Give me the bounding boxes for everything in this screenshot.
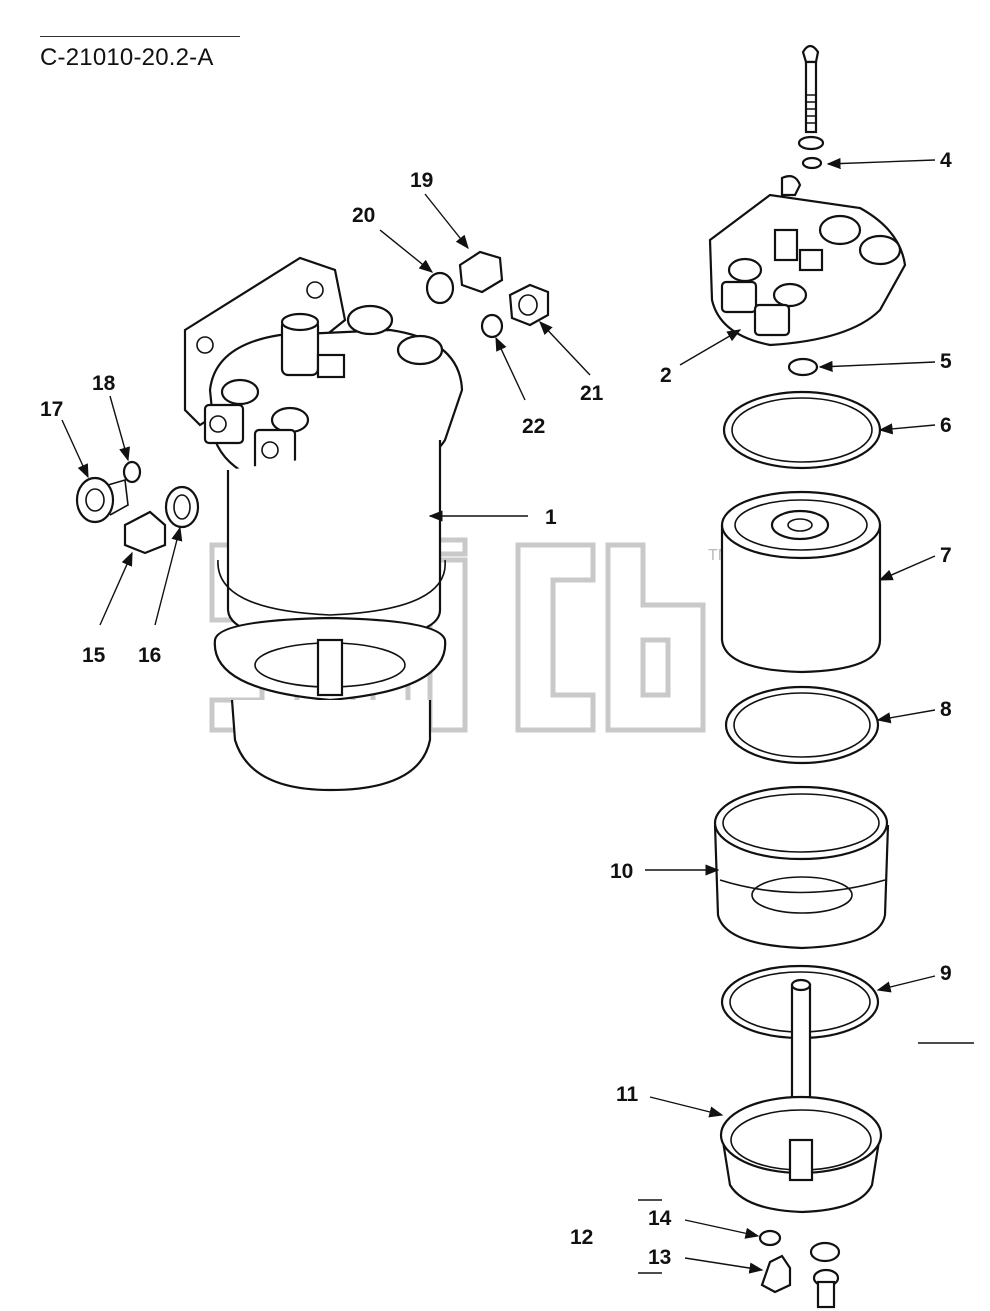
callout-12: 12 xyxy=(570,1226,593,1249)
callout-11: 11 xyxy=(616,1083,639,1106)
callout-22: 22 xyxy=(522,415,545,438)
callout-7: 7 xyxy=(940,544,952,567)
callout-6: 6 xyxy=(940,414,952,437)
leader-lines xyxy=(61,157,936,1274)
callout-1: 1 xyxy=(545,506,557,529)
callout-16: 16 xyxy=(138,644,161,667)
filter-assembly-left xyxy=(183,256,464,792)
callout-4: 4 xyxy=(940,149,952,172)
callout-5: 5 xyxy=(940,350,952,373)
drawing-code: C-21010-20.2-A xyxy=(40,44,214,71)
filter-stack-right xyxy=(708,44,907,1309)
callout-19: 19 xyxy=(410,169,433,192)
callout-17: 17 xyxy=(40,398,63,421)
callout-20: 20 xyxy=(352,204,375,227)
callout-18: 18 xyxy=(92,372,116,395)
callout-15: 15 xyxy=(82,644,106,667)
callout-labels: 1 2 4 5 6 7 8 9 10 11 12 13 14 15 16 17 … xyxy=(40,149,952,1269)
callout-2: 2 xyxy=(660,364,672,387)
callout-21: 21 xyxy=(580,382,604,405)
callout-10: 10 xyxy=(610,860,633,883)
callout-8: 8 xyxy=(940,698,952,721)
title-rule xyxy=(40,36,240,37)
callout-14: 14 xyxy=(648,1207,672,1230)
callout-13: 13 xyxy=(648,1246,671,1269)
left-fittings xyxy=(75,250,550,555)
callout-9: 9 xyxy=(940,962,952,985)
